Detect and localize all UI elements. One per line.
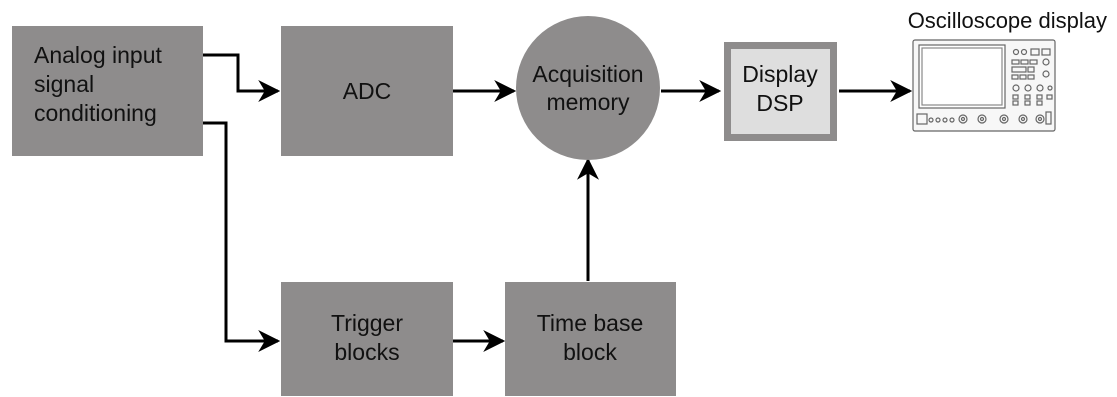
trigger-label-line1: Trigger <box>331 310 403 336</box>
timebase-label-line1: Time base <box>537 310 644 336</box>
connectors <box>203 53 913 352</box>
acquisition-label-line1: Acquisition <box>532 61 643 87</box>
adc-label: ADC <box>343 78 392 104</box>
timebase-block: Time base block <box>505 282 676 396</box>
adc-block: ADC <box>281 26 453 156</box>
dsp-label-line2: DSP <box>756 90 803 116</box>
display-dsp-block: Display DSP <box>724 42 837 141</box>
dsp-label-line1: Display <box>742 61 818 87</box>
analog-block-line2: signal <box>34 71 94 97</box>
timebase-label-line2: block <box>563 339 617 365</box>
trigger-block: Trigger blocks <box>281 282 453 396</box>
oscilloscope-display-label: Oscilloscope display <box>908 8 1107 33</box>
trigger-label-line2: blocks <box>334 339 399 365</box>
arrow-analog-to-adc <box>203 53 281 102</box>
analog-input-block: Analog input signal conditioning <box>12 26 203 156</box>
oscilloscope-icon <box>912 39 1056 132</box>
acquisition-label-line2: memory <box>546 89 630 115</box>
arrow-analog-to-trigger <box>203 121 281 352</box>
acquisition-memory-block: Acquisition memory <box>516 16 660 160</box>
analog-block-line1: Analog input <box>34 42 162 68</box>
analog-block-line3: conditioning <box>34 100 157 126</box>
